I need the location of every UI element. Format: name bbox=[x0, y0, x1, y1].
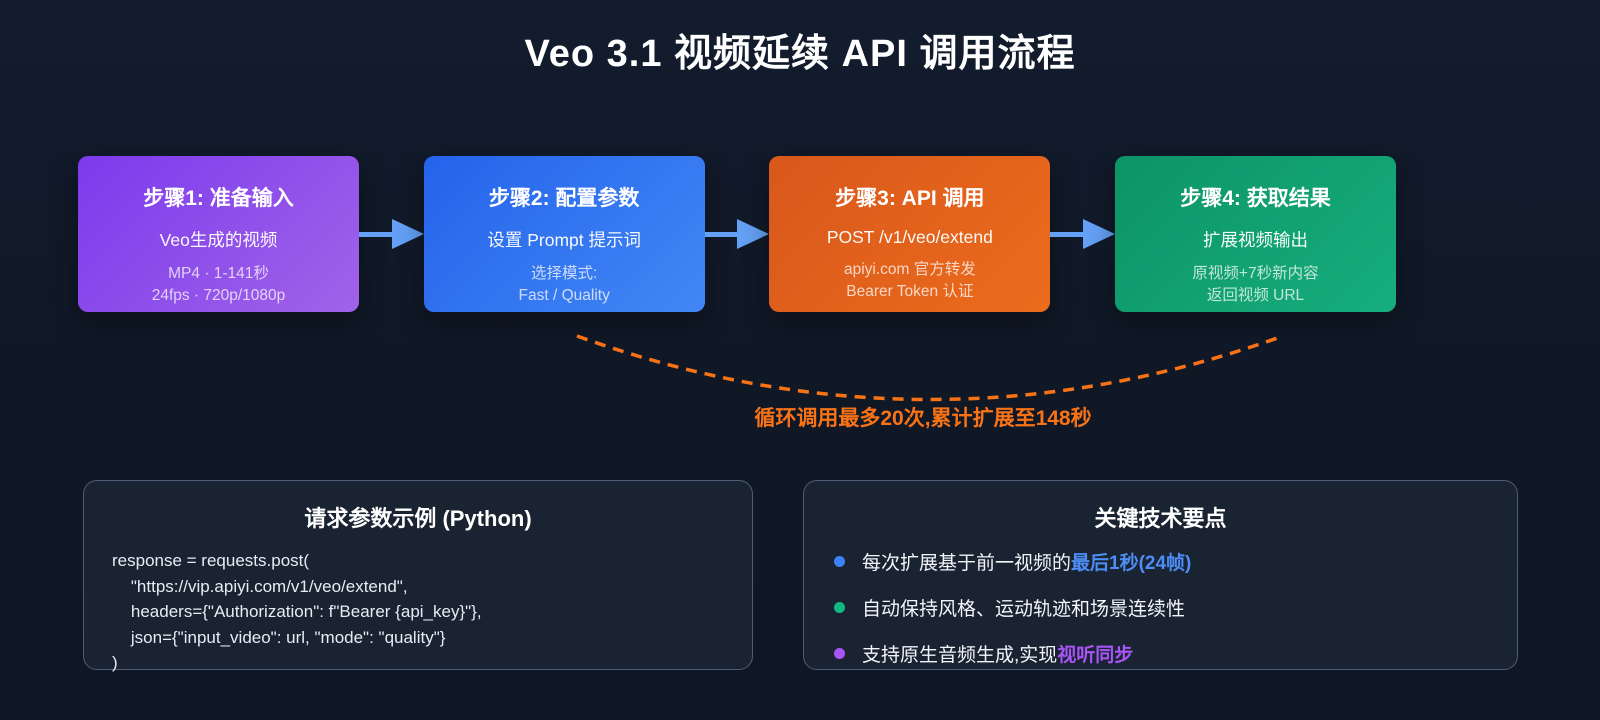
key-point-item: 支持原生音频生成,实现视听同步 bbox=[834, 640, 1487, 667]
step-2-subtitle: 设置 Prompt 提示词 bbox=[487, 230, 641, 250]
arrow-head-icon bbox=[1083, 219, 1116, 249]
code-line: json={"input_video": url, "mode": "quali… bbox=[112, 627, 446, 647]
step-2-detail-line: Fast / Quality bbox=[518, 287, 610, 305]
flow-arrow bbox=[704, 219, 770, 249]
step-1-box: 步骤1: 准备输入 Veo生成的视频 MP4 · 1-141秒 24fps · … bbox=[78, 156, 359, 312]
loop-label: 循环调用最多20次,累计扩展至148秒 bbox=[754, 407, 1092, 430]
key-points-panel: 关键技术要点 每次扩展基于前一视频的最后1秒(24帧) 自动保持风格、运动轨迹和… bbox=[803, 480, 1518, 670]
step-4-detail-line: 原视频+7秒新内容 bbox=[1192, 265, 1319, 282]
key-points-list: 每次扩展基于前一视频的最后1秒(24帧) 自动保持风格、运动轨迹和场景连续性 支… bbox=[834, 548, 1487, 667]
step-3-detail-line: apiyi.com 官方转发 bbox=[843, 261, 976, 278]
step-3-subtitle: POST /v1/veo/extend bbox=[826, 227, 993, 247]
key-point-highlight: 最后1秒(24帧) bbox=[1071, 553, 1192, 574]
code-line: headers={"Authorization": f"Bearer {api_… bbox=[112, 602, 482, 621]
step-4-detail-line: 返回视频 URL bbox=[1206, 287, 1305, 305]
key-point-highlight: 视听同步 bbox=[1057, 645, 1134, 666]
step-4-box: 步骤4: 获取结果 扩展视频输出 原视频+7秒新内容 返回视频 URL bbox=[1115, 156, 1397, 312]
step-4-title: 步骤4: 获取结果 bbox=[1180, 187, 1331, 210]
arrow-shaft bbox=[1050, 231, 1084, 237]
step-3-detail-line: Bearer Token 认证 bbox=[846, 283, 974, 301]
page-title: Veo 3.1 视频延续 API 调用流程 bbox=[524, 33, 1076, 75]
bullet-dot-icon bbox=[834, 602, 845, 613]
step-1-detail-line: MP4 · 1-141秒 bbox=[168, 265, 269, 282]
step-3-title: 步骤3: API 调用 bbox=[835, 187, 985, 210]
step-2-title: 步骤2: 配置参数 bbox=[488, 187, 640, 210]
bullet-dot-icon bbox=[834, 648, 845, 659]
step-3-box: 步骤3: API 调用 POST /v1/veo/extend apiyi.co… bbox=[769, 156, 1051, 312]
flow-arrow bbox=[359, 219, 424, 249]
key-point-text: 自动保持风格、运动轨迹和场景连续性 bbox=[862, 599, 1186, 620]
flow-arrow bbox=[1050, 219, 1116, 249]
flow-row: 步骤1: 准备输入 Veo生成的视频 MP4 · 1-141秒 24fps · … bbox=[78, 156, 1397, 312]
code-line: "https://vip.apiyi.com/v1/veo/extend", bbox=[112, 576, 408, 596]
key-points-title: 关键技术要点 bbox=[1094, 506, 1227, 531]
key-point-text: 每次扩展基于前一视频的最后1秒(24帧) bbox=[862, 553, 1192, 574]
step-1-subtitle: Veo生成的视频 bbox=[159, 230, 278, 250]
code-line: response = requests.post( bbox=[112, 551, 310, 570]
step-2-detail-line: 选择模式: bbox=[531, 265, 598, 282]
arrow-shaft bbox=[704, 231, 738, 237]
bullet-dot-icon bbox=[834, 556, 845, 567]
arrow-head-icon bbox=[391, 219, 424, 249]
bottom-panels: 请求参数示例 (Python) response = requests.post… bbox=[83, 480, 1518, 672]
arrow-shaft bbox=[359, 231, 392, 237]
code-panel-title: 请求参数示例 (Python) bbox=[304, 506, 532, 531]
code-line: ) bbox=[112, 653, 118, 672]
key-point-text: 支持原生音频生成,实现视听同步 bbox=[862, 645, 1134, 666]
step-1-title: 步骤1: 准备输入 bbox=[143, 187, 294, 210]
step-1-detail-line: 24fps · 720p/1080p bbox=[151, 287, 286, 305]
code-block: response = requests.post( "https://vip.a… bbox=[112, 548, 724, 676]
key-point-item: 自动保持风格、运动轨迹和场景连续性 bbox=[834, 594, 1487, 621]
step-2-box: 步骤2: 配置参数 设置 Prompt 提示词 选择模式: Fast / Qua… bbox=[423, 156, 705, 312]
code-panel: 请求参数示例 (Python) response = requests.post… bbox=[83, 480, 753, 672]
key-point-item: 每次扩展基于前一视频的最后1秒(24帧) bbox=[834, 548, 1487, 575]
step-4-subtitle: 扩展视频输出 bbox=[1203, 230, 1309, 250]
arrow-head-icon bbox=[737, 219, 770, 249]
